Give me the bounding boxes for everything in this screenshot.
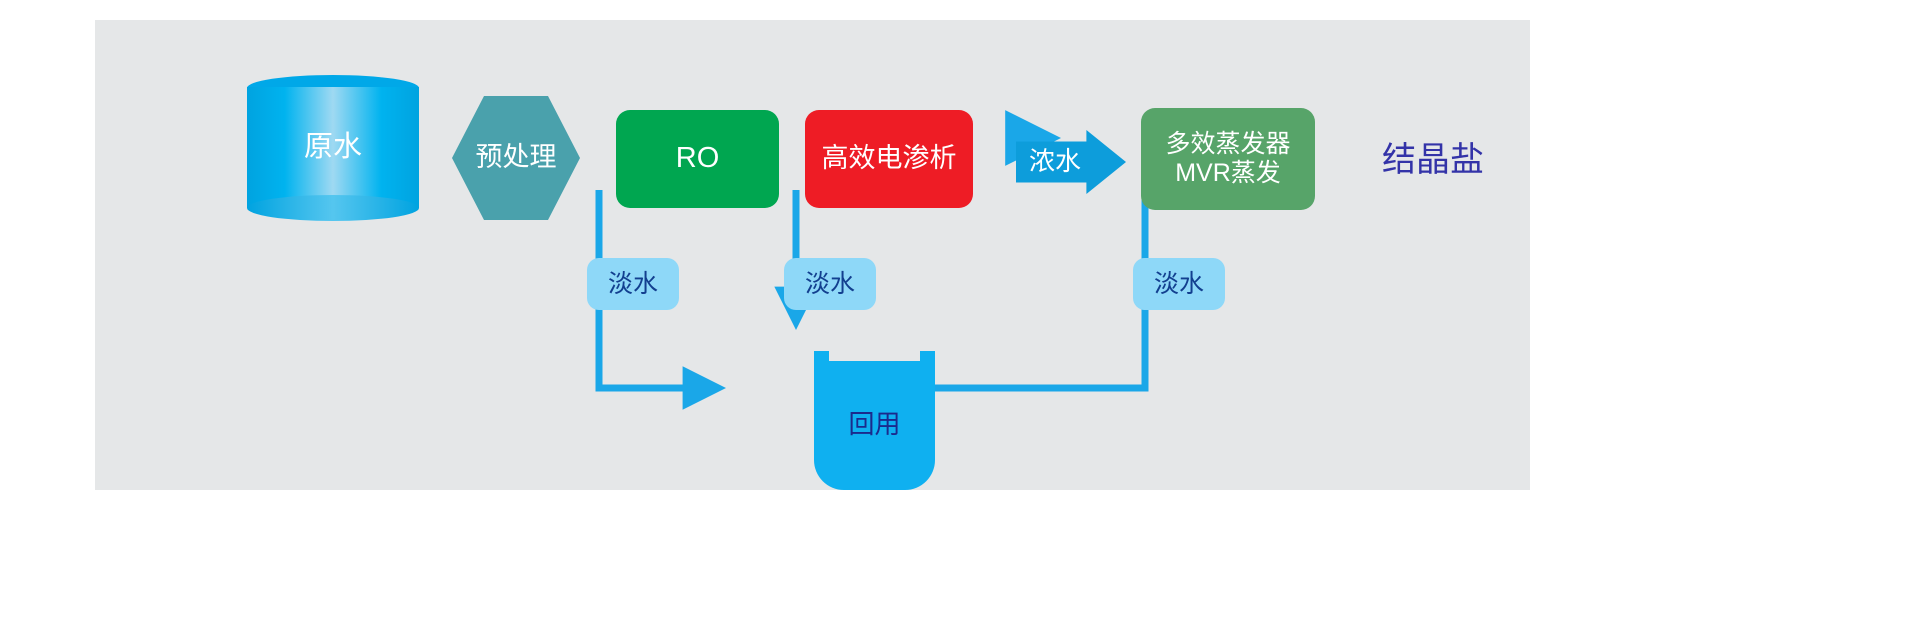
connector-evaporator-reuse [836,192,1149,410]
label-fresh-water-evaporator-text: 淡水 [1153,269,1204,298]
node-pretreatment-label: 预处理 [475,142,557,173]
tank-shape [814,351,935,490]
node-electrodialysis-label: 高效电渗析 [821,143,957,174]
node-raw-water[interactable]: 原水 [247,75,419,221]
node-concentrate[interactable]: 浓水 [1016,130,1126,194]
label-fresh-water-evaporator: 淡水 [1133,258,1225,310]
node-evaporator-label-line1: 多效蒸发器 [1165,130,1291,159]
node-reuse-tank-label: 回用 [848,408,901,439]
label-fresh-water-electrodialysis-text: 淡水 [804,269,855,298]
label-fresh-water-electrodialysis: 淡水 [784,258,876,310]
label-fresh-water-ro-text: 淡水 [607,269,658,298]
node-evaporator-label-group: 多效蒸发器 MVR蒸发 [1165,130,1290,188]
label-fresh-water-ro: 淡水 [587,258,679,310]
node-evaporator[interactable]: 多效蒸发器 MVR蒸发 [1141,108,1315,210]
node-raw-water-label: 原水 [303,130,362,163]
node-ro-label: RO [675,142,720,175]
node-reuse-tank[interactable]: 回用 [814,351,935,490]
node-concentrate-label: 浓水 [1028,146,1081,177]
connector-ro-reuse [595,190,727,410]
node-pretreatment[interactable]: 预处理 [452,96,580,220]
node-ro[interactable]: RO [616,110,779,208]
node-electrodialysis[interactable]: 高效电渗析 [805,110,973,208]
cylinder-bottom-ellipse [247,195,419,221]
cylinder-body [247,87,419,208]
node-evaporator-label-line2: MVR蒸发 [1175,159,1281,187]
process-flow-canvas: 原水 预处理 RO 高效电渗析 浓水 多效蒸发器 MVR蒸发 [95,20,1530,490]
node-crystal-salt-label: 结晶盐 [1382,141,1484,180]
node-crystal-salt: 结晶盐 [1348,132,1518,190]
